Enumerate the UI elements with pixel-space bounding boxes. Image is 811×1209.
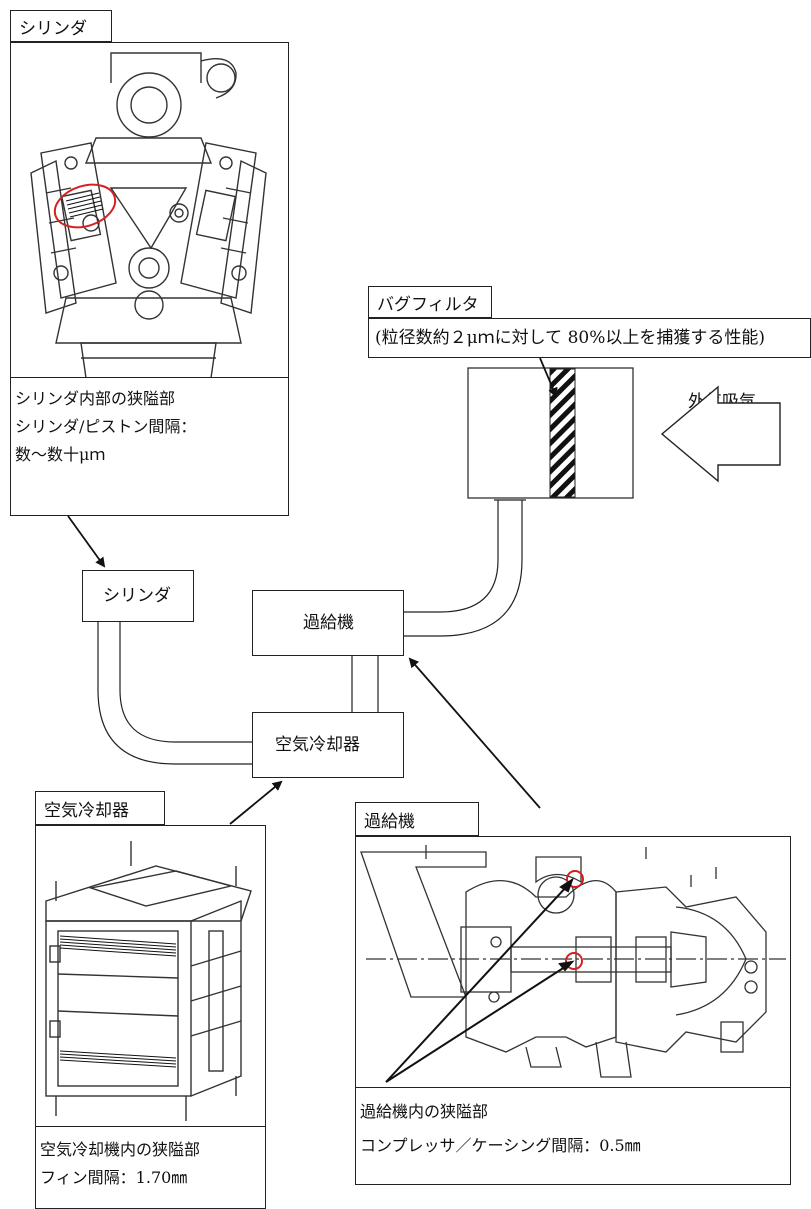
cylinder-panel-arrow (67, 515, 106, 568)
engine-cross-section-drawing (30, 52, 267, 379)
duct-turbo-to-cooler (351, 656, 379, 712)
cylinder-panel-title: シリンダ (10, 10, 112, 42)
outside-air-arrow (660, 385, 781, 483)
cylinder-desc-line2: シリンダ/ピストン間隔： (15, 417, 197, 436)
duct-filter-to-turbo (404, 499, 526, 637)
air-cooler-panel-description: 空気冷却機内の狭隘部 フィン間隔：1.70㎜ (40, 1136, 200, 1192)
turbocharger-cross-section-drawing (360, 845, 786, 1083)
cylinder-panel-title-text: シリンダ (19, 18, 87, 39)
cylinder-desc-line3: 数～数十μｍ (15, 445, 106, 464)
duct-cooler-to-cylinder (97, 622, 252, 765)
cylinder-panel-divider (10, 377, 289, 378)
air-cooler-panel-arrow (229, 780, 283, 825)
air-cooler-panel: 空気冷却機内の狭隘部 フィン間隔：1.70㎜ (35, 825, 266, 1209)
turbo-panel-title-text: 過給機 (364, 811, 415, 832)
filter-element (549, 368, 576, 498)
air-cooler-desc-line1: 空気冷却機内の狭隘部 (40, 1140, 201, 1159)
air-cooler-panel-title: 空気冷却器 (35, 791, 165, 825)
turbo-highlight-circle-lower (565, 952, 583, 970)
turbo-panel-description: 過給機内の狭隘部 コンプレッサ／ケーシング間隔：0.5㎜ (360, 1095, 641, 1162)
bag-filter-title-text: バグフィルタ (377, 294, 479, 315)
bag-filter-title: バグフィルタ (368, 286, 492, 318)
bag-filter-pointer-arrow (539, 357, 558, 398)
cylinder-highlight-circle (53, 183, 117, 229)
cylinder-panel: シリンダ内部の狭隘部 シリンダ/ピストン間隔： 数～数十μｍ (10, 42, 289, 516)
flow-box-cylinder-label: シリンダ (103, 586, 171, 606)
turbo-highlight-circle-upper (566, 870, 584, 888)
bag-filter-spec-box: (粒径数約２μｍに対して 80%以上を捕獲する性能) (368, 318, 811, 358)
flow-box-turbocharger: 過給機 (252, 590, 404, 656)
turbo-desc-line1: 過給機内の狭隘部 (360, 1102, 489, 1121)
flow-box-cylinder: シリンダ (82, 570, 194, 622)
air-cooler-panel-divider (35, 1126, 266, 1127)
air-cooler-desc-line2: フィン間隔：1.70㎜ (40, 1168, 188, 1187)
cylinder-panel-description: シリンダ内部の狭隘部 シリンダ/ピストン間隔： 数～数十μｍ (15, 385, 196, 469)
turbo-panel: 過給機内の狭隘部 コンプレッサ／ケーシング間隔：0.5㎜ (355, 836, 791, 1185)
flow-box-air-cooler: 空気冷却器 (252, 712, 404, 778)
bag-filter-spec: (粒径数約２μｍに対して 80%以上を捕獲する性能) (375, 328, 765, 348)
air-cooler-panel-title-text: 空気冷却器 (44, 800, 129, 821)
turbo-panel-divider (355, 1087, 791, 1088)
cylinder-desc-line1: シリンダ内部の狭隘部 (15, 389, 176, 408)
air-cooler-drawing (45, 841, 252, 1121)
flow-box-air-cooler-label: 空気冷却器 (275, 735, 360, 755)
flow-box-turbocharger-label: 過給機 (303, 613, 354, 633)
turbo-panel-title: 過給機 (355, 802, 479, 836)
turbo-desc-line2: コンプレッサ／ケーシング間隔：0.5㎜ (360, 1135, 641, 1155)
turbo-panel-arrow (408, 657, 541, 809)
